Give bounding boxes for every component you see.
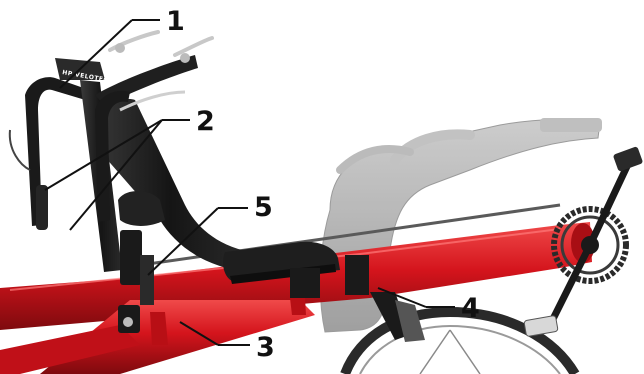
callout-3: 3 xyxy=(256,332,275,363)
callout-4: 4 xyxy=(461,293,480,324)
callout-1: 1 xyxy=(166,6,185,37)
front-clamp xyxy=(118,305,140,333)
handlebar: HP VELOTECHNIK xyxy=(10,32,212,305)
callout-5: 5 xyxy=(254,192,273,223)
callout-2: 2 xyxy=(196,106,215,137)
